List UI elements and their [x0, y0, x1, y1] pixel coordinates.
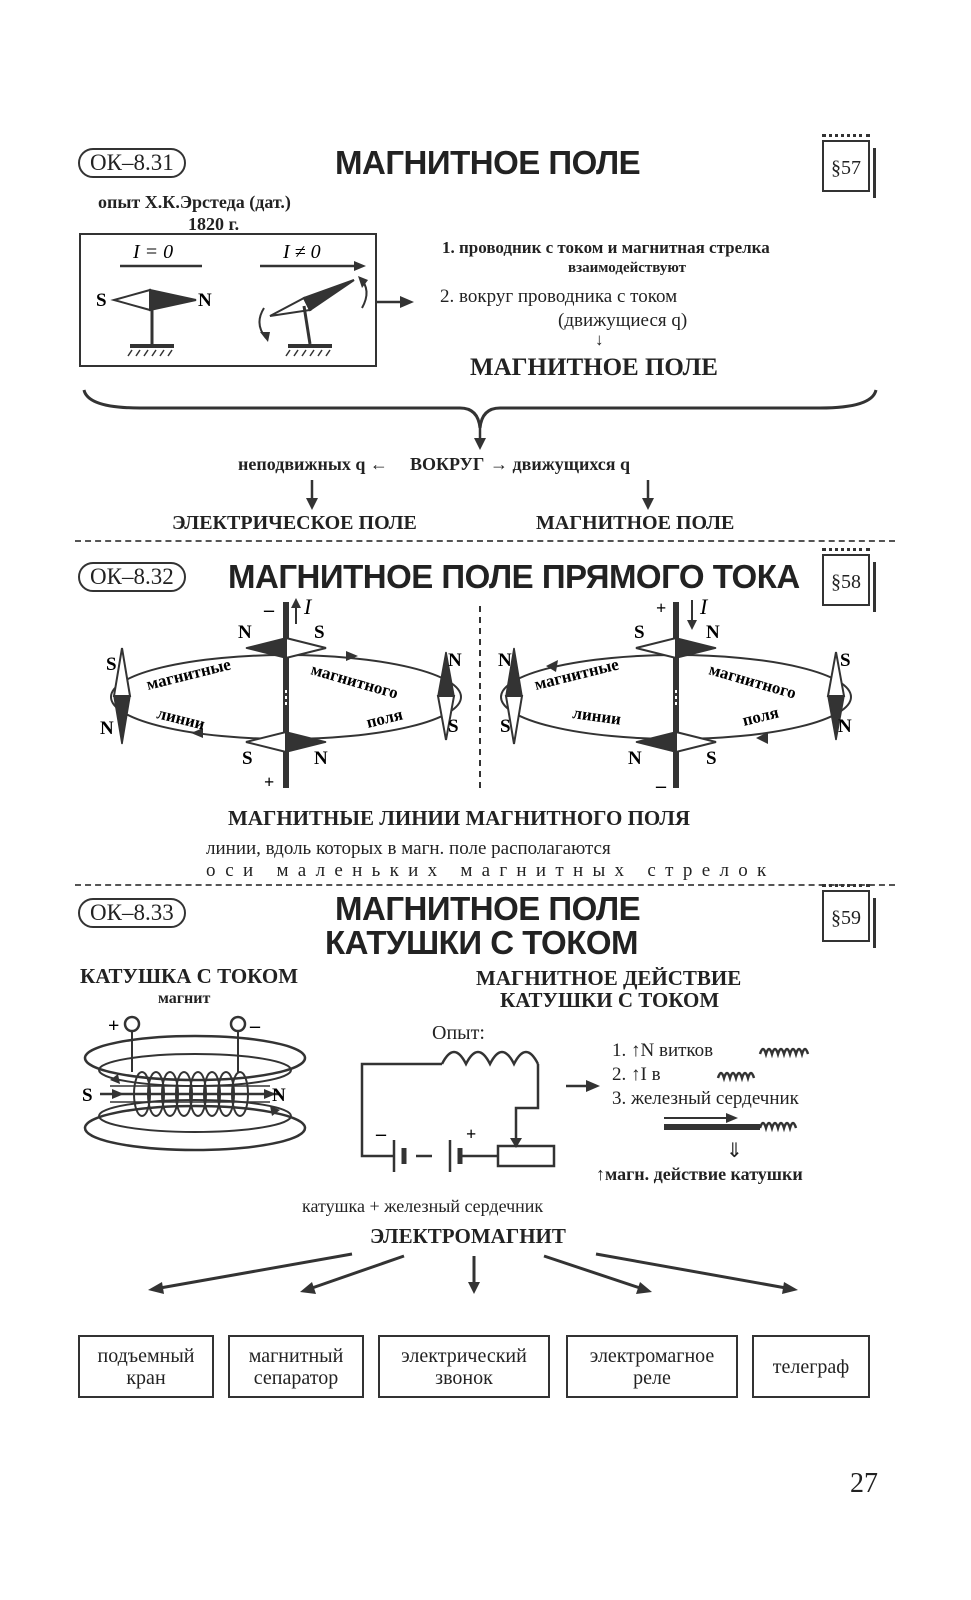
svg-text:S: S: [706, 748, 717, 769]
paragraph-badge: §57: [822, 134, 876, 198]
coil-action-result: ↑магн. действие катушки: [596, 1164, 803, 1184]
svg-text:S: S: [314, 622, 325, 643]
coil-core-combo: катушка + железный сердечник: [302, 1196, 544, 1216]
svg-text:N: N: [706, 622, 720, 643]
label-i-zero: I = 0: [132, 241, 173, 263]
straight-current-diagram: I – + N S S N S N N S магнитные линии ма…: [100, 594, 852, 797]
coil-title: КАТУШКА С ТОКОМ: [80, 964, 299, 988]
application-telegraph: телеграф: [752, 1335, 870, 1398]
section-title: МАГНИТНОЕ ПОЛЕ ПРЯМОГО ТОКА: [228, 558, 800, 595]
oersted-experiment-diagram: I = 0 S N I ≠ 0: [79, 233, 414, 367]
word-magnetic: магнитные: [532, 654, 621, 693]
conclusion-magnetic-field: МАГНИТНОЕ ПОЛЕ: [470, 354, 718, 381]
paragraph-badge: §59: [822, 884, 876, 948]
paragraph-badge: §58: [822, 548, 876, 612]
word-field: поля: [740, 703, 780, 730]
current-label: I: [303, 594, 313, 619]
coil-action-title1: МАГНИТНОЕ ДЕЙСТВИЕ: [476, 966, 742, 990]
coil-symbols: [664, 1047, 810, 1133]
result-1-line1: 1. проводник с током и магнитная стрелка: [442, 238, 770, 257]
definition-title: МАГНИТНЫЕ ЛИНИИ МАГНИТНОГО ПОЛЯ: [228, 806, 691, 830]
svg-text:–: –: [249, 1015, 261, 1037]
experiment-caption: опыт Х.К.Эрстеда (дат.): [98, 192, 291, 212]
current-label: I: [699, 594, 709, 619]
section-title-line1: МАГНИТНОЕ ПОЛЕ: [335, 890, 641, 927]
experiment-circuit: – +: [360, 1050, 600, 1172]
result-2-line2: (движущиеся q): [558, 310, 688, 331]
svg-text:N: N: [100, 718, 114, 739]
svg-text:S: S: [634, 622, 645, 643]
brace-graphic: [82, 389, 878, 450]
electric-field-label: ЭЛЕКТРИЧЕСКОЕ ПОЛЕ: [172, 512, 417, 534]
word-lines: линии: [571, 703, 622, 729]
svg-text:N: N: [628, 748, 642, 769]
svg-text:N: N: [498, 650, 512, 671]
section-code: ОК–8.32: [78, 562, 186, 592]
page-number: 27: [850, 1468, 878, 1499]
result-2-line1: 2. вокруг проводника с током: [440, 286, 678, 307]
around-right: → движущихся q: [490, 454, 631, 474]
coil-action-title2: КАТУШКИ С ТОКОМ: [500, 988, 720, 1012]
pole-s: S: [96, 290, 107, 311]
around-center: ВОКРУГ: [410, 454, 485, 474]
section-title-line2: КАТУШКИ С ТОКОМ: [325, 924, 639, 961]
down-arrow: ↓: [595, 330, 604, 349]
svg-text:N: N: [448, 650, 462, 671]
word-lines: линии: [155, 703, 207, 733]
application-arrows: [148, 1252, 798, 1294]
split-arrows: [306, 480, 654, 510]
word-magnetic: магнитные: [144, 654, 233, 693]
factor-core: 3. железный сердечник: [612, 1088, 799, 1109]
minus-sign: –: [655, 775, 667, 797]
section-title: МАГНИТНОЕ ПОЛЕ: [335, 144, 641, 181]
svg-text:S: S: [448, 716, 459, 737]
definition-line1: линии, вдоль которых в магн. поле распол…: [206, 838, 611, 859]
magnetic-field-label: МАГНИТНОЕ ПОЛЕ: [536, 512, 735, 534]
pole-n: N: [198, 290, 212, 311]
svg-text:+: +: [108, 1015, 119, 1037]
svg-text:N: N: [314, 748, 328, 769]
factor-current: 2. ↑I в: [612, 1064, 661, 1085]
result-1-line2: взаимодействуют: [568, 260, 686, 276]
word-field: поля: [364, 705, 404, 732]
svg-text:+: +: [466, 1124, 476, 1144]
coil-subtitle: магнит: [158, 990, 211, 1007]
svg-text:N: N: [272, 1085, 286, 1106]
factor-turns: 1. ↑N витков: [612, 1040, 714, 1061]
electromagnet-title: ЭЛЕКТРОМАГНИТ: [370, 1224, 566, 1248]
minus-sign: –: [263, 599, 275, 621]
implies-arrow: ⇓: [726, 1140, 743, 1162]
experiment-label: Опыт:: [432, 1022, 485, 1044]
svg-text:S: S: [500, 716, 511, 737]
plus-sign: +: [264, 772, 274, 792]
svg-text:N: N: [838, 716, 852, 737]
svg-text:N: N: [238, 622, 252, 643]
plus-sign: +: [656, 598, 666, 618]
definition-line2: оси маленьких магнитных стрелок: [206, 860, 776, 881]
svg-text:S: S: [840, 650, 851, 671]
section-divider: [75, 884, 895, 886]
around-left: неподвижных q ←: [238, 454, 388, 474]
experiment-year: 1820 г.: [188, 214, 240, 234]
svg-text:S: S: [106, 654, 117, 675]
section-divider: [75, 540, 895, 542]
section-code: ОК–8.33: [78, 898, 186, 928]
label-i-not-zero: I ≠ 0: [282, 241, 321, 263]
svg-text:S: S: [242, 748, 253, 769]
word-of-magnetic: магнитного: [707, 660, 798, 703]
section-code: ОК–8.31: [78, 148, 186, 178]
svg-text:S: S: [82, 1085, 93, 1106]
word-of-magnetic: магнитного: [309, 660, 400, 703]
svg-text:–: –: [375, 1123, 387, 1145]
coil-diagram: + – S N: [82, 1015, 307, 1152]
